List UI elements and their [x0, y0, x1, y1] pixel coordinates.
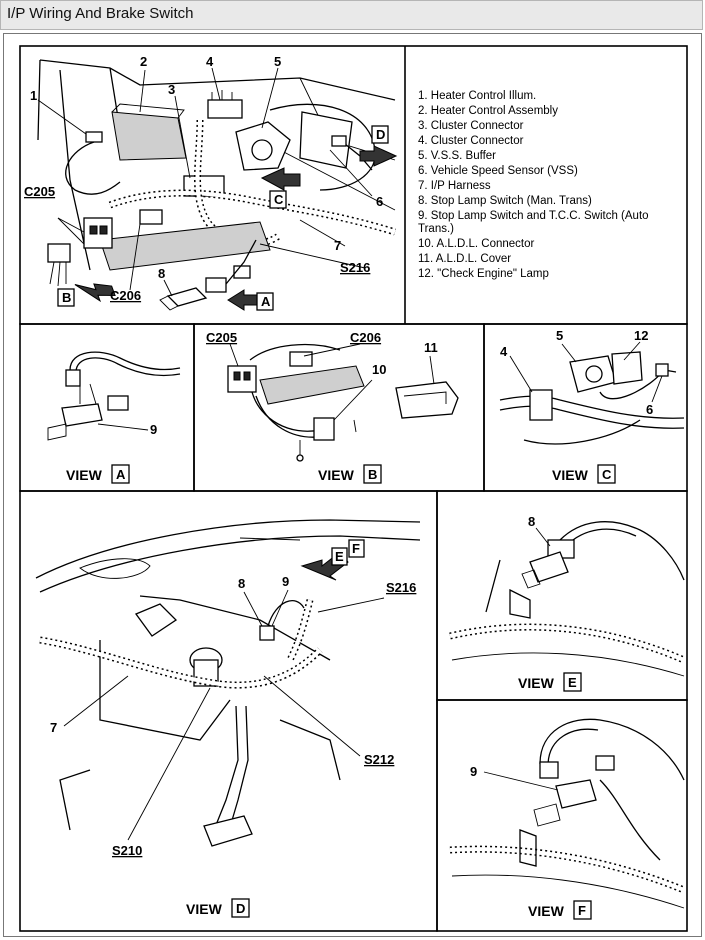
view-a-caption: VIEW	[66, 467, 103, 483]
arrow-box-a	[256, 292, 274, 311]
arrow-box-c	[269, 190, 287, 209]
view-d-callout-9: 9	[282, 574, 289, 589]
view-e-callout-8: 8	[528, 514, 535, 529]
view-b-c206-connector	[289, 351, 313, 367]
view-f-callout-9: 9	[470, 764, 477, 779]
diagram-frame	[3, 33, 702, 937]
view-b-callout-10: 10	[372, 362, 386, 377]
view-d-stop-lamp-switch	[259, 625, 275, 641]
callout-7: 7	[334, 238, 341, 253]
view-b-callout-11: 11	[424, 340, 438, 355]
view-e-panel	[436, 490, 688, 701]
view-d-callout-8: 8	[238, 576, 245, 591]
view-b-c205-connector	[227, 365, 257, 393]
view-d-label-s212: S212	[364, 752, 394, 767]
view-f-panel	[436, 699, 688, 932]
view-d-label-s210: S210	[112, 843, 142, 858]
legend-item-4: 4. Cluster Connector	[418, 135, 524, 147]
view-c-callout-12: 12	[634, 328, 648, 343]
page-title: I/P Wiring And Brake Switch	[7, 5, 194, 22]
aldl-cover	[395, 381, 459, 419]
view-c-cluster-connector	[529, 389, 553, 421]
arrow-letter-d: D	[376, 127, 385, 142]
view-b-label-c206: C206	[350, 330, 381, 345]
view-c-drawing: 4 5 12 6 VIEW C	[499, 328, 685, 484]
arrow-letter-a: A	[261, 294, 271, 309]
view-e-caption: VIEW	[518, 675, 555, 691]
stop-lamp-switch-view-a	[61, 403, 103, 427]
view-c-caption: VIEW	[552, 467, 589, 483]
view-a-letter: A	[116, 467, 126, 482]
main-view-panel	[19, 45, 688, 325]
cluster-connector-4	[207, 99, 243, 119]
view-c-letter: C	[602, 467, 612, 482]
legend-item-9-cont: Trans.)	[418, 223, 454, 235]
label-s216: S216	[340, 260, 370, 275]
arrow-box-b	[57, 288, 75, 307]
legend-item-12: 12. "Check Engine" Lamp	[418, 268, 549, 280]
callout-1: 1	[30, 88, 37, 103]
view-d-letter: D	[236, 901, 245, 916]
view-c-callout-6: 6	[646, 402, 653, 417]
callout-5: 5	[274, 54, 281, 69]
label-c206: C206	[110, 288, 141, 303]
view-c-callout-5: 5	[556, 328, 563, 343]
view-c-callout-4: 4	[500, 344, 508, 359]
view-a-panel	[19, 323, 195, 492]
label-c205: C205	[24, 184, 55, 199]
legend-item-8: 8. Stop Lamp Switch (Man. Trans)	[418, 195, 592, 207]
view-f-stop-lamp-switch	[555, 779, 597, 809]
legend-item-10: 10. A.L.D.L. Connector	[418, 238, 535, 250]
callout-2: 2	[140, 54, 147, 69]
stop-lamp-switch-main	[166, 287, 208, 307]
view-e-drawing: 8 VIEW E	[449, 514, 686, 692]
parts-legend: 1. Heater Control Illum. 2. Heater Contr…	[418, 90, 649, 280]
view-d-label-s216: S216	[386, 580, 416, 595]
view-f-drawing: 9 VIEW F	[449, 718, 686, 920]
arrow-letter-c: C	[274, 192, 284, 207]
view-b-label-c205: C205	[206, 330, 237, 345]
view-e-letter: E	[568, 675, 577, 690]
callout-6: 6	[376, 194, 383, 209]
c205-connector	[83, 217, 113, 249]
arrow-box-d	[371, 125, 389, 144]
view-d-arrow-letter-e: E	[335, 549, 344, 564]
legend-item-9: 9. Stop Lamp Switch and T.C.C. Switch (A…	[418, 210, 649, 222]
view-d-arrow-letter-f: F	[352, 541, 360, 556]
view-e-stop-lamp-switch	[529, 551, 569, 583]
legend-item-7: 7. I/P Harness	[418, 180, 491, 192]
view-a-drawing: 9 VIEW A	[47, 351, 181, 484]
legend-item-6: 6. Vehicle Speed Sensor (VSS)	[418, 165, 578, 177]
view-d-drawing: E F 8 9 7 S216 S212 S210 VIEW D	[35, 519, 421, 918]
legend-item-5: 5. V.S.S. Buffer	[418, 150, 496, 162]
legend-item-2: 2. Heater Control Assembly	[418, 105, 558, 117]
main-view-drawing: B A C D 1 2 3 4 5 6 7 8 C205 C206 S216	[24, 54, 398, 311]
callout-4: 4	[206, 54, 214, 69]
view-f-caption: VIEW	[528, 903, 565, 919]
aldl-connector	[313, 417, 335, 441]
legend-item-1: 1. Heater Control Illum.	[418, 90, 536, 102]
arrow-letter-b: B	[62, 290, 71, 305]
view-b-letter: B	[368, 467, 377, 482]
view-a-callout-9: 9	[150, 422, 157, 437]
legend-item-3: 3. Cluster Connector	[418, 120, 524, 132]
legend-item-11: 11. A.L.D.L. Cover	[418, 253, 511, 265]
c206-connector	[139, 209, 163, 225]
heater-illum-bulb	[85, 131, 103, 143]
brake-pedal	[203, 815, 253, 847]
view-f-letter: F	[578, 903, 586, 918]
view-b-drawing: C205 C206 10 11 VIEW B	[206, 330, 459, 484]
title-bar: I/P Wiring And Brake Switch	[0, 0, 703, 30]
view-d-callout-7: 7	[50, 720, 57, 735]
view-d-caption: VIEW	[186, 901, 223, 917]
callout-3: 3	[168, 82, 175, 97]
view-b-caption: VIEW	[318, 467, 355, 483]
heater-control-assembly	[111, 111, 187, 161]
callout-8: 8	[158, 266, 165, 281]
